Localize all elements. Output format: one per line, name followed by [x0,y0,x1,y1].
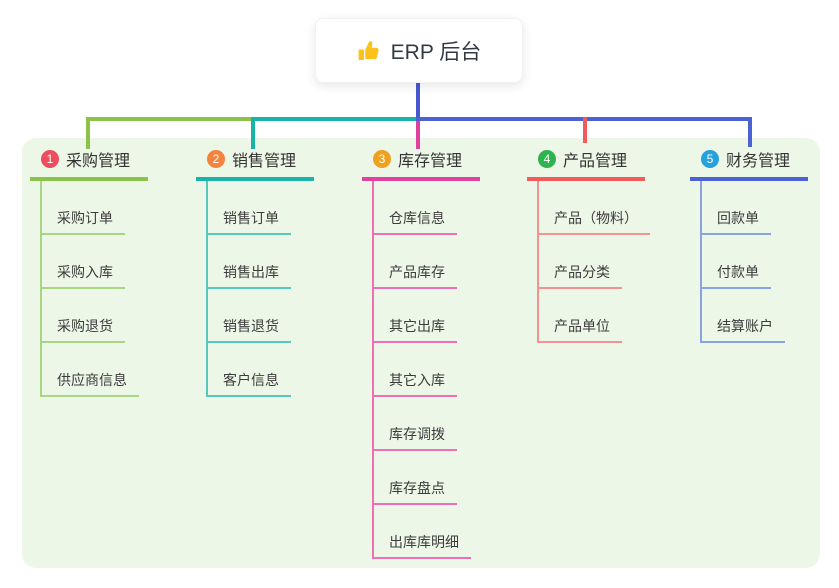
mindmap-item[interactable]: 产品库存 [372,235,457,289]
branch-2-label: 销售管理 [232,153,297,170]
mindmap-item[interactable]: 销售订单 [206,181,291,235]
mindmap-item[interactable]: 付款单 [700,235,771,289]
mindmap-item[interactable]: 其它出库 [372,289,457,343]
branch-1-number-badge: 1 [41,150,59,168]
mindmap-item[interactable]: 结算账户 [700,289,785,343]
branch-5-drop-line [748,117,752,147]
branch-1-label: 采购管理 [66,153,131,170]
root-title: ERP 后台 [390,40,482,64]
branch-1-drop-line [86,117,90,149]
mindmap-item[interactable]: 仓库信息 [372,181,457,235]
mindmap-item[interactable]: 产品单位 [537,289,622,343]
mindmap-panel [22,138,820,568]
thumbs-up-icon [357,39,381,63]
branch-5-label: 财务管理 [726,153,791,170]
mindmap-item[interactable]: 出库库明细 [372,505,471,559]
branch-4-number-badge: 4 [538,150,556,168]
mindmap-item[interactable]: 销售出库 [206,235,291,289]
branch-3-number-badge: 3 [373,150,391,168]
mindmap-item[interactable]: 采购订单 [40,181,125,235]
branch-3-drop-line [416,121,420,149]
branch-sales-node[interactable]: 2 销售管理 [196,147,314,181]
root-connector-line [416,83,420,121]
branch-3-label: 库存管理 [398,153,463,170]
connector-horizontal-teal [251,117,418,121]
branch-2-drop-line [251,117,255,149]
mindmap-item[interactable]: 采购退货 [40,289,125,343]
branch-inventory-node[interactable]: 3 库存管理 [362,147,480,181]
mindmap-item[interactable]: 产品（物料） [537,181,650,235]
branch-2-number-badge: 2 [207,150,225,168]
mindmap-item[interactable]: 客户信息 [206,343,291,397]
branch-purchase-node[interactable]: 1 采购管理 [30,147,148,181]
branch-4-drop-line [583,117,587,143]
mindmap-item[interactable]: 产品分类 [537,235,622,289]
branch-purchase: 1 采购管理 采购订单 采购入库 采购退货 供应商信息 [30,147,148,397]
branch-product-node[interactable]: 4 产品管理 [527,147,645,181]
branch-sales: 2 销售管理 销售订单 销售出库 销售退货 客户信息 [196,147,314,397]
branch-product: 4 产品管理 产品（物料） 产品分类 产品单位 [527,147,650,343]
branch-inventory: 3 库存管理 仓库信息 产品库存 其它出库 其它入库 库存调拨 库存盘点 出库库… [362,147,480,559]
connector-horizontal-green [86,117,253,121]
root-node[interactable]: ERP 后台 [315,18,523,83]
mindmap-item[interactable]: 销售退货 [206,289,291,343]
mindmap-item[interactable]: 采购入库 [40,235,125,289]
branch-finance: 5 财务管理 回款单 付款单 结算账户 [690,147,808,343]
branch-5-number-badge: 5 [701,150,719,168]
branch-finance-node[interactable]: 5 财务管理 [690,147,808,181]
mindmap-item[interactable]: 回款单 [700,181,771,235]
mindmap-item[interactable]: 库存调拨 [372,397,457,451]
mindmap-item[interactable]: 其它入库 [372,343,457,397]
branch-4-label: 产品管理 [563,153,628,170]
mindmap-item[interactable]: 库存盘点 [372,451,457,505]
mindmap-item[interactable]: 供应商信息 [40,343,139,397]
